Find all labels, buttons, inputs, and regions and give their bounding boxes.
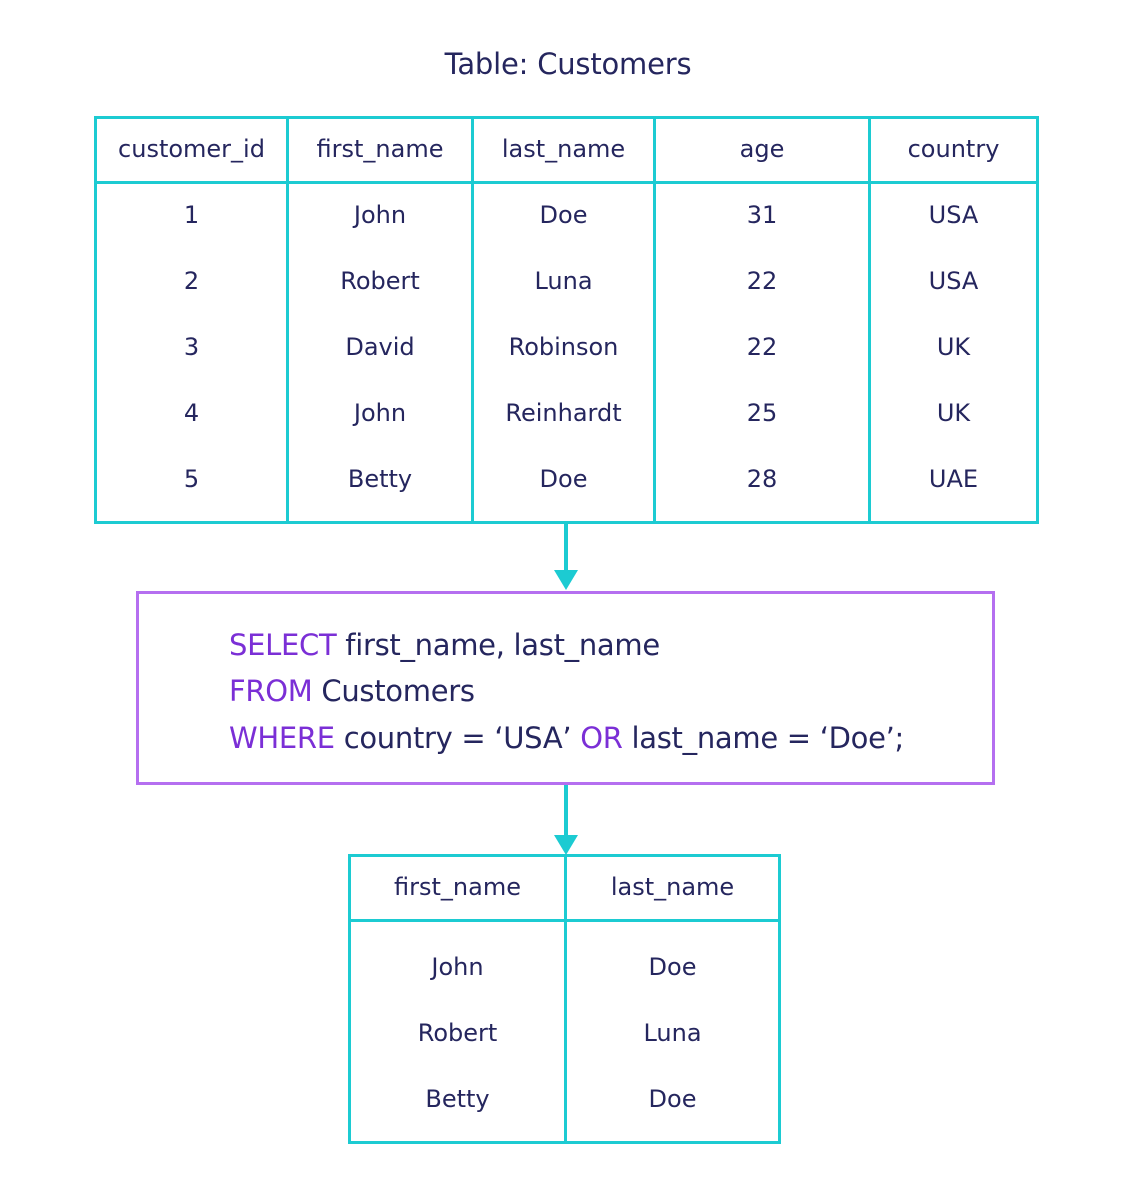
table-header xyxy=(97,119,1036,184)
diagram-title: Table: Customers xyxy=(444,47,692,81)
header-cell: last_name xyxy=(501,135,626,163)
header-cell: last_name xyxy=(610,873,735,901)
sql-query-box: SELECT first_name, last_name FROM Custom… xyxy=(136,591,995,785)
table-cell: Robinson xyxy=(508,333,619,361)
sql-keyword: SELECT xyxy=(229,628,337,662)
query-line-where: WHERE country = ‘USA’ OR last_name = ‘Do… xyxy=(229,718,904,758)
table-cell: Betty xyxy=(347,465,413,493)
table-cell: UAE xyxy=(928,465,979,493)
table-cell: UK xyxy=(936,399,971,427)
header-cell: age xyxy=(739,135,785,163)
query-line-select: SELECT first_name, last_name xyxy=(229,625,660,665)
column-last-name: last_name Doe Luna Robinson Reinhardt Do… xyxy=(474,119,656,521)
customers-table: customer_id 1 2 3 4 5 first_name John Ro… xyxy=(94,116,1039,524)
table-cell: 5 xyxy=(183,465,200,493)
table-cell: Betty xyxy=(425,1085,490,1113)
table-cell: Reinhardt xyxy=(505,399,622,427)
table-cell: 3 xyxy=(183,333,200,361)
table-cell: John xyxy=(431,953,484,981)
down-arrow-icon xyxy=(554,785,578,855)
column-first-name: first_name John Robert Betty xyxy=(351,857,567,1141)
table-cell: 31 xyxy=(746,201,778,229)
table-cell: Doe xyxy=(539,201,588,229)
column-first-name: first_name John Robert David John Betty xyxy=(289,119,474,521)
table-cell: Robert xyxy=(417,1019,498,1047)
header-cell: first_name xyxy=(316,135,444,163)
header-cell: country xyxy=(907,135,1000,163)
table-cell: 22 xyxy=(746,267,778,295)
table-cell: 1 xyxy=(183,201,200,229)
table-cell: 2 xyxy=(183,267,200,295)
sql-keyword: FROM xyxy=(229,674,313,708)
table-cell: 25 xyxy=(746,399,778,427)
sql-keyword: OR xyxy=(580,721,623,755)
column-customer-id: customer_id 1 2 3 4 5 xyxy=(97,119,289,521)
header-cell: customer_id xyxy=(118,135,265,163)
table-cell: David xyxy=(345,333,415,361)
table-cell: Luna xyxy=(643,1019,702,1047)
table-cell: 4 xyxy=(183,399,200,427)
sql-keyword: WHERE xyxy=(229,721,335,755)
table-cell: USA xyxy=(928,267,979,295)
table-cell: Doe xyxy=(648,953,697,981)
column-country: country USA USA UK UK UAE xyxy=(871,119,1036,521)
table-cell: Doe xyxy=(539,465,588,493)
table-cell: Luna xyxy=(534,267,593,295)
table-cell: Robert xyxy=(340,267,420,295)
result-table: first_name John Robert Betty last_name D… xyxy=(348,854,781,1144)
down-arrow-icon xyxy=(554,522,578,590)
table-cell: John xyxy=(353,201,407,229)
table-cell: Doe xyxy=(648,1085,697,1113)
query-text: last_name = ‘Doe’; xyxy=(622,721,905,755)
header-cell: first_name xyxy=(394,873,521,901)
table-cell: John xyxy=(353,399,407,427)
query-text: country = ‘USA’ xyxy=(334,721,581,755)
table-cell: USA xyxy=(928,201,979,229)
column-last-name: last_name Doe Luna Doe xyxy=(567,857,778,1141)
query-text: first_name, last_name xyxy=(336,628,660,662)
query-text: Customers xyxy=(312,674,475,708)
column-age: age 31 22 22 25 28 xyxy=(656,119,871,521)
query-line-from: FROM Customers xyxy=(229,671,475,711)
table-cell: 22 xyxy=(746,333,778,361)
table-cell: UK xyxy=(936,333,971,361)
table-cell: 28 xyxy=(746,465,778,493)
